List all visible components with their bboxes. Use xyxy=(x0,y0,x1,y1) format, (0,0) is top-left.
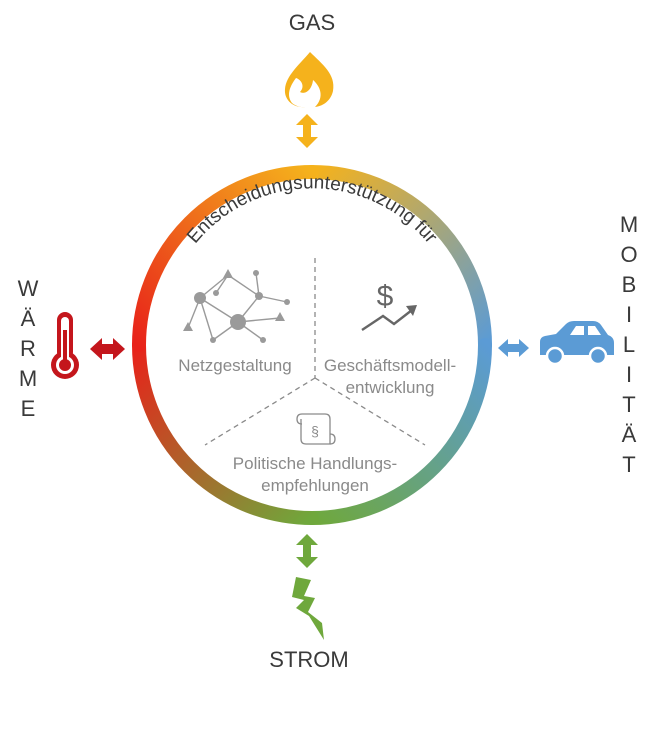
mobilitaet-letter-4: L xyxy=(623,332,635,357)
divider-right xyxy=(314,377,426,446)
svg-text:§: § xyxy=(311,423,319,439)
lightning-icon xyxy=(292,577,324,640)
mobilitaet-node: M O B I L I T Ä T xyxy=(498,212,638,477)
waerme-node: W Ä R M E xyxy=(18,276,125,421)
mobilitaet-letter-2: B xyxy=(622,272,637,297)
mobilitaet-letter-0: M xyxy=(620,212,638,237)
strom-label: STROM xyxy=(269,647,348,672)
svg-text:$: $ xyxy=(377,280,394,313)
dollar-growth-icon: $ xyxy=(361,280,417,331)
segment-geschaeft-line2: entwicklung xyxy=(346,378,435,397)
segment-politik-line2: empfehlungen xyxy=(261,476,369,495)
flame-icon xyxy=(284,52,334,108)
mobilitaet-letter-5: I xyxy=(626,362,632,387)
waerme-letter-4: E xyxy=(21,396,36,421)
ring-arc-bottom-left xyxy=(132,338,319,525)
waerme-arrow xyxy=(90,338,125,360)
strom-arrow xyxy=(296,534,318,568)
segment-politik-line1: Politische Handlungs- xyxy=(233,454,397,473)
mobilitaet-letter-8: T xyxy=(622,452,635,477)
mobilitaet-letter-3: I xyxy=(626,302,632,327)
paragraph-scroll-icon: § xyxy=(296,413,336,445)
waerme-letter-2: R xyxy=(20,336,36,361)
waerme-letter-1: Ä xyxy=(21,306,36,331)
segment-geschaeftsmodell: $ Geschäftsmodell- entwicklung xyxy=(324,280,456,397)
mobilitaet-letters: M O B I L I T Ä T xyxy=(620,212,638,477)
segment-geschaeft-line1: Geschäftsmodell- xyxy=(324,356,456,375)
strom-node: STROM xyxy=(269,534,349,672)
segment-netz-label: Netzgestaltung xyxy=(178,356,291,375)
mobilitaet-arrow xyxy=(498,339,529,357)
network-icon xyxy=(183,269,290,343)
segment-dividers xyxy=(204,258,426,446)
arc-title: Entscheidungsunterstützung für xyxy=(183,172,441,248)
segment-netzgestaltung: Netzgestaltung xyxy=(178,269,292,375)
ring-arc-top-right xyxy=(305,165,492,352)
mobilitaet-letter-1: O xyxy=(620,242,637,267)
main-ring xyxy=(132,165,492,525)
waerme-letters: W Ä R M E xyxy=(18,276,39,421)
ring-arc-top-left xyxy=(132,165,319,352)
gas-node: GAS xyxy=(284,10,335,148)
segment-politik: § Politische Handlungs- empfehlungen xyxy=(233,413,397,495)
ring-arc-bottom-right xyxy=(305,338,492,525)
waerme-letter-0: W xyxy=(18,276,39,301)
mobilitaet-letter-7: Ä xyxy=(622,422,637,447)
mobilitaet-letter-6: T xyxy=(622,392,635,417)
gas-arrow xyxy=(296,114,318,148)
divider-left xyxy=(204,377,316,446)
thermometer-icon xyxy=(51,312,79,379)
car-icon xyxy=(540,321,614,366)
waerme-letter-3: M xyxy=(19,366,37,391)
gas-label: GAS xyxy=(289,10,335,35)
